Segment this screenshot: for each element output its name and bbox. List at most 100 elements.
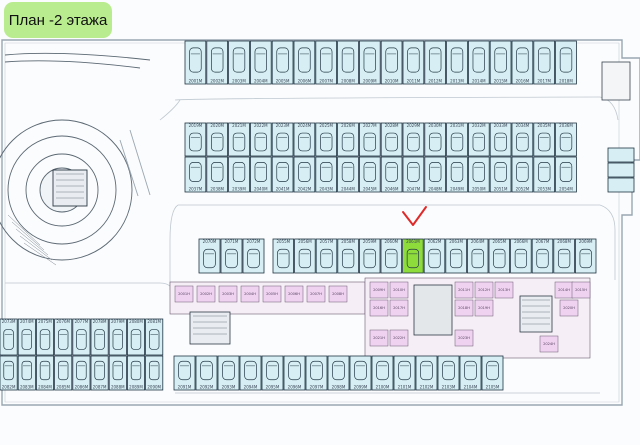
parking-spot-2059М[interactable]: 2059М xyxy=(358,238,381,274)
parking-spot-2026М[interactable]: 2026М xyxy=(337,122,359,157)
parking-spot-2090М[interactable]: 2090М xyxy=(145,355,164,391)
parking-spot-2046М[interactable]: 2046М xyxy=(380,156,403,193)
parking-spot-2051М[interactable]: 2051М xyxy=(489,156,512,193)
parking-spot-2033М[interactable]: 2033М xyxy=(489,122,512,157)
parking-spot-2047М[interactable]: 2047М xyxy=(402,156,425,193)
parking-spot-2089М[interactable]: 2089М xyxy=(127,355,146,391)
storage-room-2010Н[interactable]: 2010Н xyxy=(389,281,409,299)
parking-spot-2076М[interactable]: 2076М xyxy=(54,318,73,356)
parking-spot-2023М[interactable]: 2023М xyxy=(271,122,294,157)
parking-spot-2082М[interactable]: 2082М xyxy=(0,355,18,391)
parking-spot-2070М[interactable]: 2070М xyxy=(198,238,221,274)
storage-room-2019Н[interactable]: 2019Н xyxy=(474,299,494,317)
parking-spot-2022М[interactable]: 2022М xyxy=(249,122,272,157)
parking-spot-2060М[interactable]: 2060М xyxy=(380,238,403,274)
parking-spot-2001М[interactable]: 2001М xyxy=(184,40,207,85)
parking-spot-2086М[interactable]: 2086М xyxy=(72,355,91,391)
parking-spot-2040М[interactable]: 2040М xyxy=(249,156,272,193)
parking-spot-2011М[interactable]: 2011М xyxy=(402,40,425,85)
parking-spot-2085М[interactable]: 2085М xyxy=(54,355,73,391)
parking-spot-2094М[interactable]: 2094М xyxy=(239,355,262,391)
parking-spot-2038М[interactable]: 2038М xyxy=(206,156,229,193)
storage-room-2014Н[interactable]: 2014Н xyxy=(554,281,574,299)
storage-room-2006Н[interactable]: 2006Н xyxy=(284,285,304,303)
parking-spot-2104М[interactable]: 2104М xyxy=(459,355,482,391)
parking-spot-2101М[interactable]: 2101М xyxy=(393,355,416,391)
parking-spot-2027М[interactable]: 2027М xyxy=(358,122,381,157)
parking-spot-2032М[interactable]: 2032М xyxy=(467,122,490,157)
parking-spot-2004М[interactable]: 2004М xyxy=(249,40,272,85)
parking-spot-2015М[interactable]: 2015М xyxy=(489,40,512,85)
parking-spot-2096М[interactable]: 2096М xyxy=(283,355,306,391)
parking-spot-2083М[interactable]: 2083М xyxy=(17,355,36,391)
parking-spot-2017М[interactable]: 2017М xyxy=(533,40,555,85)
storage-room-2003Н[interactable]: 2003Н xyxy=(218,285,238,303)
parking-spot-2030М[interactable]: 2030М xyxy=(424,122,446,157)
parking-spot-2058М[interactable]: 2058М xyxy=(337,238,359,274)
parking-spot-2003М[interactable]: 2003М xyxy=(228,40,250,85)
parking-spot-2008М[interactable]: 2008М xyxy=(337,40,359,85)
parking-spot-2009М[interactable]: 2009М xyxy=(358,40,381,85)
parking-spot-2091М[interactable]: 2091М xyxy=(173,355,196,391)
parking-spot-2074М[interactable]: 2074М xyxy=(17,318,36,356)
storage-room-2022Н[interactable]: 2022Н xyxy=(389,329,409,347)
parking-spot-2054М[interactable]: 2054М xyxy=(555,156,577,193)
parking-spot-2095М[interactable]: 2095М xyxy=(261,355,284,391)
parking-spot-2041М[interactable]: 2041М xyxy=(271,156,294,193)
parking-spot-2049М[interactable]: 2049М xyxy=(446,156,468,193)
parking-spot-2081М[interactable]: 2081М xyxy=(145,318,164,356)
parking-spot-2043М[interactable]: 2043М xyxy=(315,156,337,193)
parking-spot-2016М[interactable]: 2016М xyxy=(511,40,534,85)
parking-spot-2098М[interactable]: 2098М xyxy=(327,355,350,391)
parking-spot-2002М[interactable]: 2002М xyxy=(206,40,229,85)
storage-room-2004Н[interactable]: 2004Н xyxy=(240,285,260,303)
storage-room-2013Н[interactable]: 2013Н xyxy=(494,281,514,299)
parking-spot-2055М[interactable]: 2055М xyxy=(272,238,295,274)
storage-room-2021Н[interactable]: 2021Н xyxy=(369,329,389,347)
parking-spot-2099М[interactable]: 2099М xyxy=(349,355,372,391)
storage-room-2002Н[interactable]: 2002Н xyxy=(196,285,216,303)
parking-spot-2012М[interactable]: 2012М xyxy=(424,40,446,85)
storage-room-2024Н[interactable]: 2024Н xyxy=(539,335,559,353)
storage-room-2009Н[interactable]: 2009Н xyxy=(369,281,389,299)
parking-spot-2013М[interactable]: 2013М xyxy=(446,40,468,85)
parking-spot-2063М[interactable]: 2063М xyxy=(445,238,467,274)
parking-spot-2080М[interactable]: 2080М xyxy=(127,318,146,356)
parking-spot-2035М[interactable]: 2035М xyxy=(533,122,555,157)
parking-spot-2050М[interactable]: 2050М xyxy=(467,156,490,193)
parking-spot-2064М[interactable]: 2064М xyxy=(466,238,489,274)
parking-spot-2045М[interactable]: 2045М xyxy=(358,156,381,193)
parking-spot-2105М[interactable]: 2105М xyxy=(481,355,504,391)
parking-spot-2042М[interactable]: 2042М xyxy=(293,156,316,193)
storage-room-2005Н[interactable]: 2005Н xyxy=(262,285,282,303)
parking-spot-2073М[interactable]: 2073М xyxy=(0,318,18,356)
parking-spot-2036М[interactable]: 2036М xyxy=(555,122,577,157)
storage-room-2023Н[interactable]: 2023Н xyxy=(454,329,474,347)
storage-room-2011Н[interactable]: 2011Н xyxy=(454,281,474,299)
storage-room-2020Н[interactable]: 2020Н xyxy=(559,299,579,317)
parking-spot-2014М[interactable]: 2014М xyxy=(467,40,490,85)
parking-spot-2018М[interactable]: 2018М xyxy=(555,40,577,85)
parking-spot-2072М[interactable]: 2072М xyxy=(242,238,265,274)
parking-spot-2093М[interactable]: 2093М xyxy=(217,355,240,391)
parking-spot-2066М[interactable]: 2066М xyxy=(510,238,532,274)
parking-spot-2062М[interactable]: 2062М xyxy=(423,238,446,274)
parking-spot-2048М[interactable]: 2048М xyxy=(424,156,446,193)
parking-spot-2019М[interactable]: 2019М xyxy=(184,122,207,157)
parking-spot-2053М[interactable]: 2053М xyxy=(533,156,555,193)
parking-spot-2044М[interactable]: 2044М xyxy=(337,156,359,193)
storage-room-2016Н[interactable]: 2016Н xyxy=(369,299,389,317)
parking-spot-2079М[interactable]: 2079М xyxy=(108,318,127,356)
parking-spot-2020М[interactable]: 2020М xyxy=(206,122,229,157)
storage-room-2015Н[interactable]: 2015Н xyxy=(571,281,591,299)
parking-spot-2067М[interactable]: 2067М xyxy=(531,238,554,274)
parking-spot-2010М[interactable]: 2010М xyxy=(380,40,403,85)
storage-room-2007Н[interactable]: 2007Н xyxy=(306,285,326,303)
parking-spot-2092М[interactable]: 2092М xyxy=(195,355,218,391)
parking-spot-2031М[interactable]: 2031М xyxy=(446,122,468,157)
parking-spot-2075М[interactable]: 2075М xyxy=(36,318,55,356)
storage-room-2001Н[interactable]: 2001Н xyxy=(174,285,194,303)
parking-spot-2056М[interactable]: 2056М xyxy=(294,238,316,274)
storage-room-2017Н[interactable]: 2017Н xyxy=(389,299,409,317)
parking-spot-2088М[interactable]: 2088М xyxy=(108,355,127,391)
